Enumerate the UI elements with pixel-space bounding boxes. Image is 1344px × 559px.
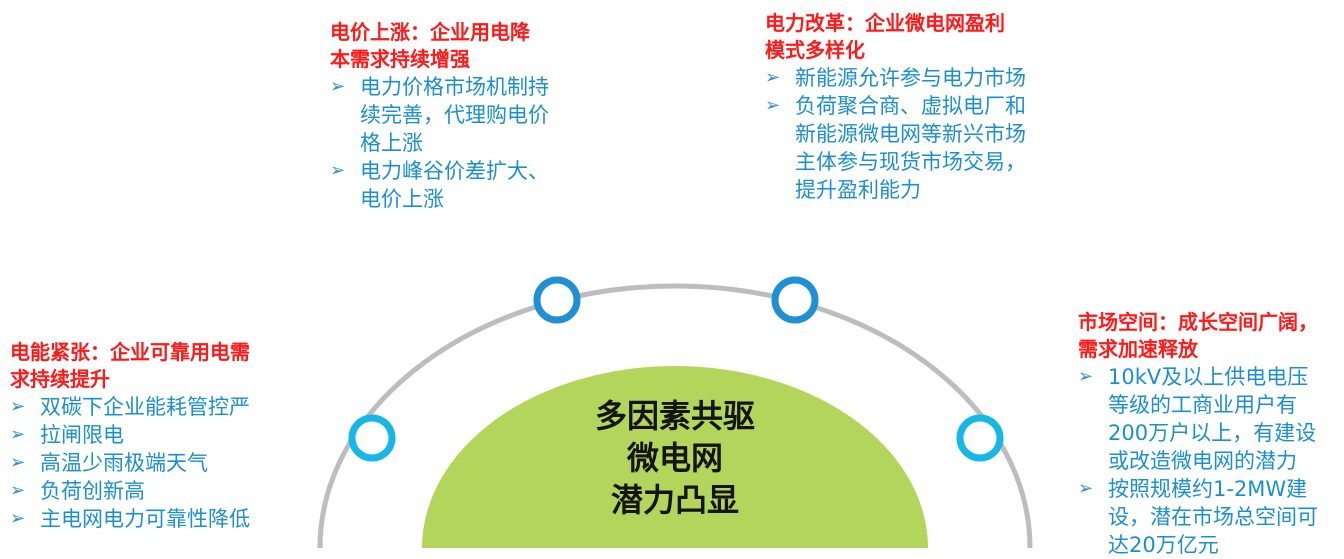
block-title-line: 本需求持续增强 xyxy=(330,47,470,71)
bullet-line: 主电网电力可靠性降低 xyxy=(40,507,250,531)
block-title: 市场空间：成长空间广阔， 需求加速释放 xyxy=(1078,309,1340,363)
bullet-item: ➢ 负荷聚合商、虚拟电厂和 新能源微电网等新兴市场 主体参与现货市场交易， 提升… xyxy=(765,92,1075,204)
factor-block-right: 市场空间：成长空间广阔， 需求加速释放 ➢ 10kV及以上供电电压 等级的工商业… xyxy=(1078,309,1340,559)
chevron-arrow-icon: ➢ xyxy=(330,76,346,97)
bullet-list: ➢ 双碳下企业能耗管控严 ➢ 拉闸限电 ➢ 高温少雨极端天气 ➢ 负荷创新高 ➢ 主电网电… xyxy=(10,393,320,533)
center-label-line: 微电网 xyxy=(626,439,723,477)
bullet-line: 设，潜在市场总空间可 xyxy=(1108,505,1318,529)
block-title-line: 市场空间：成长空间广阔， xyxy=(1078,310,1318,334)
center-label-line: 潜力凸显 xyxy=(610,481,739,519)
ring-node-icon xyxy=(533,276,581,324)
block-title-line: 模式多样化 xyxy=(765,38,865,62)
bullet-line: 拉闸限电 xyxy=(40,423,124,447)
chevron-arrow-icon: ➢ xyxy=(1078,478,1094,499)
center-label-line: 多因素共驱 xyxy=(594,397,755,435)
block-title: 电能紧张：企业可靠用电需 求持续提升 xyxy=(10,339,320,393)
bullet-line: 或改造微电网的潜力 xyxy=(1108,449,1297,473)
bullet-line: 续完善，代理购电价 xyxy=(360,103,549,127)
bullet-line: 提升盈利能力 xyxy=(795,178,921,202)
chevron-arrow-icon: ➢ xyxy=(1078,366,1094,387)
bullet-list: ➢ 10kV及以上供电电压 等级的工商业用户有 200万户以上，有建设 或改造微… xyxy=(1078,363,1340,559)
chevron-arrow-icon: ➢ xyxy=(765,67,781,88)
bullet-item: ➢ 高温少雨极端天气 xyxy=(10,449,320,477)
bullet-line: 新能源允许参与电力市场 xyxy=(795,66,1026,90)
bullet-line: 双碳下企业能耗管控严 xyxy=(40,395,250,419)
bullet-line: 负荷聚合商、虚拟电厂和 xyxy=(795,94,1026,118)
bullet-item: ➢ 新能源允许参与电力市场 xyxy=(765,64,1075,92)
bullet-item: ➢ 电力峰谷价差扩大、 电价上涨 xyxy=(330,157,595,213)
ring-node-icon xyxy=(348,414,396,462)
chevron-arrow-icon: ➢ xyxy=(10,508,26,529)
bullet-line: 格上涨 xyxy=(360,131,423,155)
bullet-line: 10kV及以上供电电压 xyxy=(1108,365,1309,389)
chevron-arrow-icon: ➢ xyxy=(765,95,781,116)
factor-block-left: 电能紧张：企业可靠用电需 求持续提升 ➢ 双碳下企业能耗管控严 ➢ 拉闸限电 ➢ 高温… xyxy=(10,339,320,533)
block-title-line: 电能紧张：企业可靠用电需 xyxy=(10,340,250,364)
ring-node-icon xyxy=(956,414,1004,462)
center-label: 多因素共驱 微电网 潜力凸显 xyxy=(540,395,810,521)
bullet-line: 电力价格市场机制持 xyxy=(360,75,549,99)
chevron-arrow-icon: ➢ xyxy=(10,452,26,473)
bullet-item: ➢ 负荷创新高 xyxy=(10,477,320,505)
bullet-list: ➢ 新能源允许参与电力市场 ➢ 负荷聚合商、虚拟电厂和 新能源微电网等新兴市场 … xyxy=(765,64,1075,204)
bullet-line: 负荷创新高 xyxy=(40,479,145,503)
block-title-line: 电价上涨：企业用电降 xyxy=(330,20,530,44)
bullet-line: 200万户以上，有建设 xyxy=(1108,421,1317,445)
node-group xyxy=(348,276,1004,462)
bullet-list: ➢ 电力价格市场机制持 续完善，代理购电价 格上涨 ➢ 电力峰谷价差扩大、 电价… xyxy=(330,73,595,213)
center-disk xyxy=(422,366,928,548)
bullet-line: 新能源微电网等新兴市场 xyxy=(795,122,1026,146)
bullet-line: 主体参与现货市场交易， xyxy=(795,150,1026,174)
bullet-item: ➢ 拉闸限电 xyxy=(10,421,320,449)
bullet-item: ➢ 10kV及以上供电电压 等级的工商业用户有 200万户以上，有建设 或改造微… xyxy=(1078,363,1340,475)
chevron-arrow-icon: ➢ xyxy=(10,396,26,417)
chevron-arrow-icon: ➢ xyxy=(330,160,346,181)
chevron-arrow-icon: ➢ xyxy=(10,480,26,501)
bullet-item: ➢ 主电网电力可靠性降低 xyxy=(10,505,320,533)
block-title: 电价上涨：企业用电降 本需求持续增强 xyxy=(330,19,595,73)
block-title-line: 电力改革：企业微电网盈利 xyxy=(765,11,1005,35)
block-title-line: 需求加速释放 xyxy=(1078,337,1198,361)
block-title: 电力改革：企业微电网盈利 模式多样化 xyxy=(765,10,1075,64)
bullet-line: 电力峰谷价差扩大、 xyxy=(360,159,549,183)
bullet-item: ➢ 按照规模约1-2MW建 设，潜在市场总空间可 达20万亿元 xyxy=(1078,475,1340,559)
chevron-arrow-icon: ➢ xyxy=(10,424,26,445)
bullet-line: 按照规模约1-2MW建 xyxy=(1108,477,1308,501)
bullet-line: 等级的工商业用户有 xyxy=(1108,393,1297,417)
bullet-item: ➢ 双碳下企业能耗管控严 xyxy=(10,393,320,421)
block-title-line: 求持续提升 xyxy=(10,367,110,391)
factor-block-top-left: 电价上涨：企业用电降 本需求持续增强 ➢ 电力价格市场机制持 续完善，代理购电价… xyxy=(330,19,595,213)
bullet-line: 达20万亿元 xyxy=(1108,533,1219,557)
bullet-item: ➢ 电力价格市场机制持 续完善，代理购电价 格上涨 xyxy=(330,73,595,157)
bullet-line: 高温少雨极端天气 xyxy=(40,451,208,475)
factor-block-top-right: 电力改革：企业微电网盈利 模式多样化 ➢ 新能源允许参与电力市场 ➢ 负荷聚合商… xyxy=(765,10,1075,204)
ring-node-icon xyxy=(771,276,819,324)
bullet-line: 电价上涨 xyxy=(360,187,444,211)
